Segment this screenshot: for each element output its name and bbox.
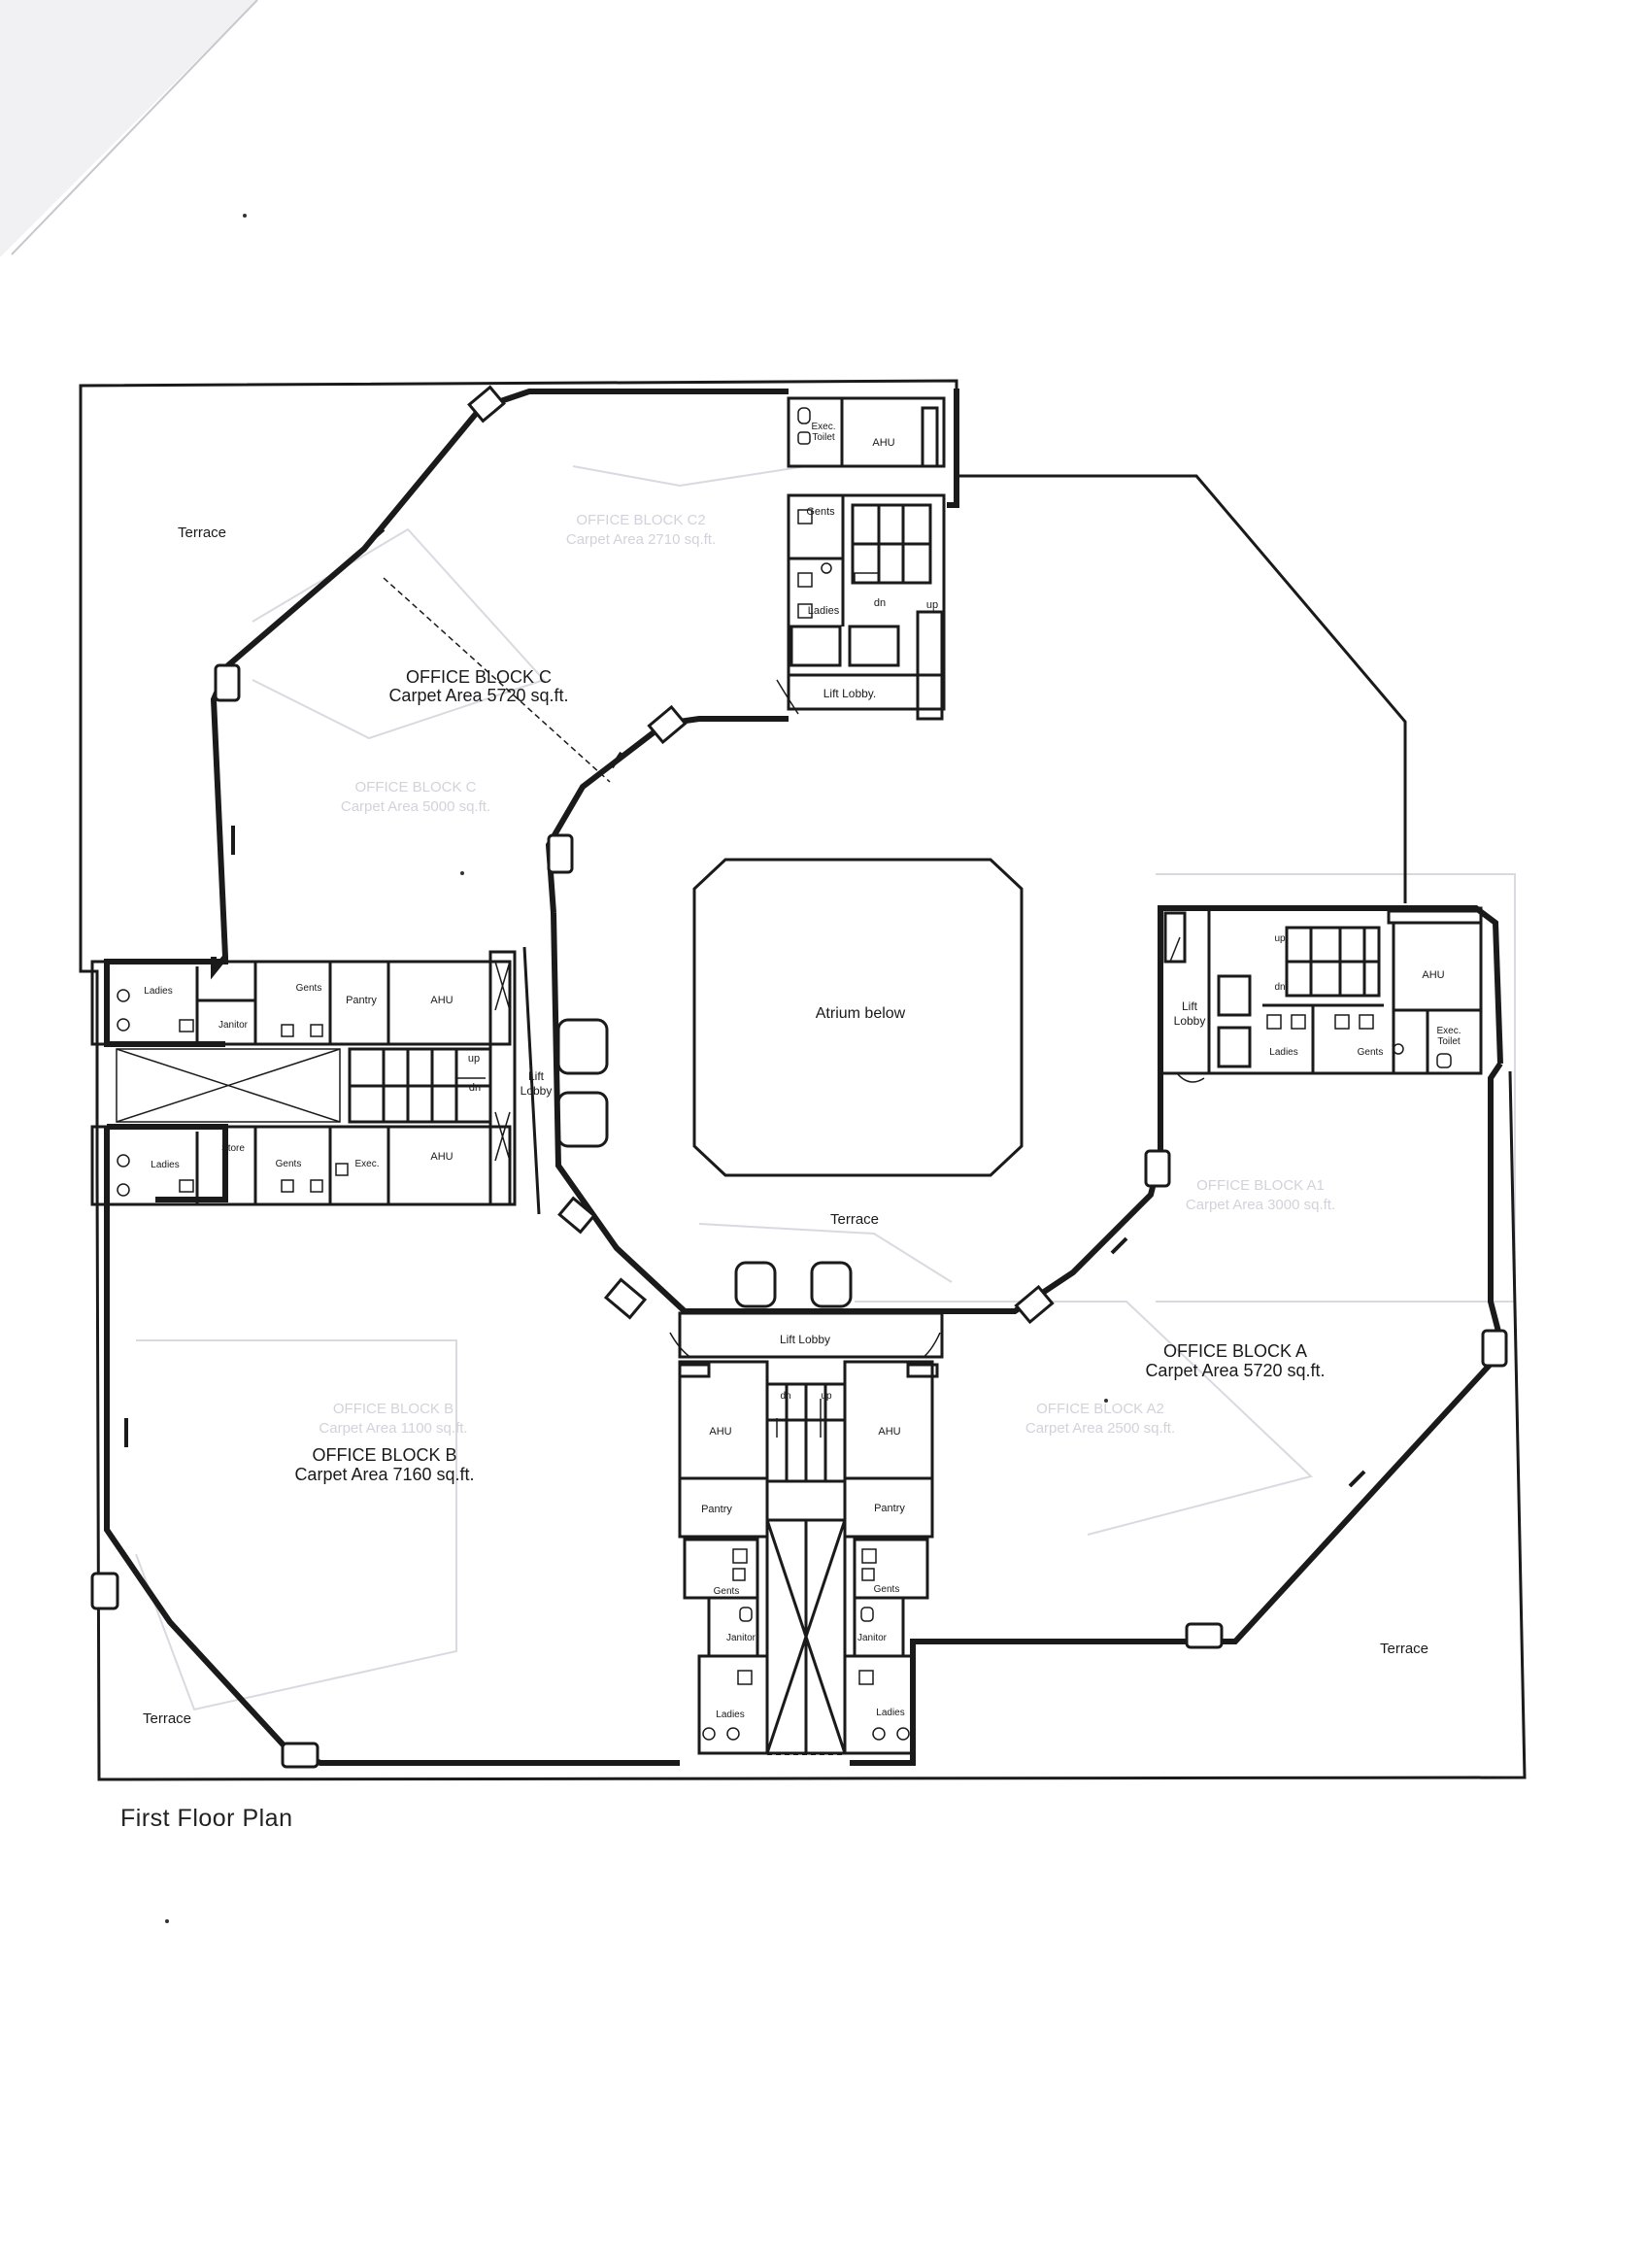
terrace-se-label: Terrace (1380, 1641, 1428, 1657)
e-exec-label-1: Exec. (1436, 1026, 1461, 1036)
s-gents-left-label: Gents (714, 1586, 740, 1597)
svg-text:Carpet Area 1100 sq.ft.: Carpet Area 1100 sq.ft. (319, 1420, 467, 1437)
atrium-void (692, 858, 1024, 1177)
n-toilet-label: Toilet (812, 432, 835, 443)
s-ahu-right-label: AHU (878, 1426, 900, 1438)
corner-pilasters (90, 385, 1508, 1769)
n-lift-lobby-label: Lift Lobby. (823, 687, 876, 700)
e-up-label: up (1274, 933, 1286, 944)
block-b-name: OFFICE BLOCK B (312, 1445, 456, 1465)
w-pantry-label: Pantry (346, 995, 377, 1006)
svg-text:Carpet Area 3000 sq.ft.: Carpet Area 3000 sq.ft. (1186, 1197, 1335, 1213)
north-core (787, 396, 946, 721)
ghost-labels: OFFICE BLOCK C2 Carpet Area 2710 sq.ft. O… (319, 512, 1335, 1437)
s-janitor-right-label: Janitor (857, 1633, 888, 1643)
n-ladies-label: Ladies (808, 605, 840, 617)
s-janitor-left-label: Janitor (726, 1633, 756, 1643)
e-lift-lobby-label-1: Lift (1182, 999, 1198, 1013)
svg-text:OFFICE BLOCK C: OFFICE BLOCK C (354, 779, 476, 795)
e-ahu-label: AHU (1422, 969, 1444, 981)
fold-edge (11, 0, 258, 255)
s-dn-label: dn (780, 1391, 790, 1402)
w-store-label: Store (221, 1143, 245, 1154)
south-core (678, 1261, 944, 1755)
window-marks (124, 390, 1493, 1765)
w-gents-top-label: Gents (296, 983, 322, 994)
w-exec-label: Exec. (354, 1159, 379, 1169)
e-lift-lobby-label-2: Lobby (1174, 1014, 1206, 1028)
terrace-nw-label: Terrace (178, 525, 226, 541)
w-gents-bottom-label: Gents (276, 1159, 302, 1169)
west-core (90, 946, 609, 1215)
svg-text:OFFICE BLOCK B: OFFICE BLOCK B (333, 1401, 453, 1417)
n-exec-label: Exec. (811, 422, 835, 432)
e-dn-label: dn (1274, 982, 1285, 993)
svg-text:OFFICE BLOCK A1: OFFICE BLOCK A1 (1196, 1177, 1325, 1194)
w-ladies-top-label: Ladies (144, 986, 172, 997)
w-ladies-bottom-label: Ladies (151, 1160, 179, 1170)
w-ahu-top-label: AHU (430, 995, 453, 1006)
atrium-label: Atrium below (816, 1005, 906, 1022)
n-gents-label: Gents (806, 506, 835, 518)
folded-corner (0, 0, 257, 257)
svg-text:Carpet Area 2500 sq.ft.: Carpet Area 2500 sq.ft. (1025, 1420, 1175, 1437)
scan-specks (165, 214, 1108, 1923)
east-core (1159, 906, 1483, 1075)
page-caption: First Floor Plan (120, 1805, 293, 1832)
block-c-area: Carpet Area 5720 sq.ft. (388, 686, 568, 705)
w-ahu-bottom-label: AHU (430, 1151, 453, 1163)
east-core-fixtures (1169, 936, 1452, 1083)
e-gents-label: Gents (1358, 1047, 1384, 1058)
svg-text:Carpet Area 2710 sq.ft.: Carpet Area 2710 sq.ft. (566, 531, 716, 548)
e-exec-label-2: Toilet (1437, 1036, 1461, 1047)
w-janitor-label: Janitor (218, 1020, 249, 1031)
s-gents-right-label: Gents (874, 1584, 900, 1595)
w-dn-label: dn (469, 1082, 481, 1094)
north-core-fixtures (776, 407, 879, 715)
w-lift-lobby-label-2: Lobby (521, 1084, 553, 1098)
s-ladies-left-label: Ladies (716, 1709, 744, 1720)
svg-text:OFFICE BLOCK C2: OFFICE BLOCK C2 (576, 512, 705, 528)
block-a-area: Carpet Area 5720 sq.ft. (1145, 1361, 1325, 1380)
n-ahu-label: AHU (872, 437, 894, 449)
west-core-corridor (116, 961, 511, 1197)
column-grid-line (383, 577, 611, 783)
s-pantry-right-label: Pantry (874, 1503, 905, 1514)
site-boundary (79, 379, 1527, 1781)
e-ladies-label: Ladies (1269, 1047, 1297, 1058)
w-up-label: up (468, 1053, 480, 1065)
terrace-center-label: Terrace (830, 1211, 879, 1228)
svg-text:Carpet Area 5000 sq.ft.: Carpet Area 5000 sq.ft. (341, 798, 490, 815)
s-ladies-right-label: Ladies (876, 1708, 904, 1718)
w-lift-lobby-label-1: Lift (528, 1069, 545, 1083)
ghost-underlay (135, 465, 1516, 1711)
n-dn-label: dn (874, 597, 886, 609)
block-b-area: Carpet Area 7160 sq.ft. (294, 1465, 474, 1484)
south-core-fixtures (669, 1332, 941, 1741)
svg-text:OFFICE BLOCK A2: OFFICE BLOCK A2 (1036, 1401, 1164, 1417)
s-pantry-left-label: Pantry (701, 1504, 732, 1515)
n-up-label: up (926, 599, 938, 611)
block-c-name: OFFICE BLOCK C (406, 667, 552, 687)
terrace-sw-label: Terrace (143, 1710, 191, 1727)
block-a-name: OFFICE BLOCK A (1163, 1341, 1307, 1361)
s-ahu-left-label: AHU (709, 1426, 731, 1438)
s-up-label: up (821, 1391, 832, 1402)
s-lift-lobby-label: Lift Lobby (780, 1333, 830, 1346)
